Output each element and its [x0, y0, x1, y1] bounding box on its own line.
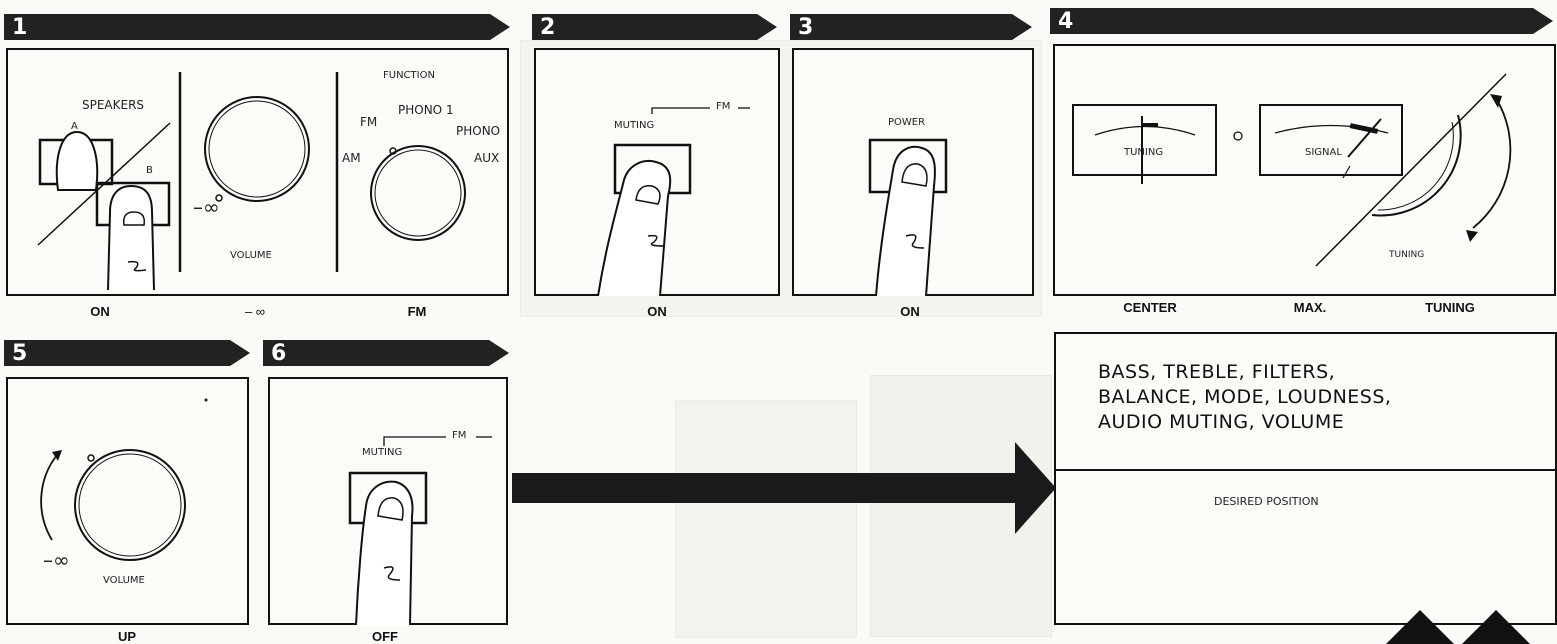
step-1-caption-min: – ∞: [244, 304, 266, 319]
step-5-bar: 5: [4, 340, 250, 366]
step-5-number: 5: [12, 341, 28, 366]
step-4-caption-center: CENTER: [1123, 300, 1177, 315]
step-1-caption-fm: FM: [407, 304, 427, 319]
tuning-knob-label: TUNING: [1389, 250, 1425, 260]
note-box: [1054, 332, 1557, 625]
fm-position-label: FM: [360, 115, 378, 129]
step-1-number: 1: [12, 15, 28, 40]
power-label: POWER: [888, 117, 926, 128]
step-1-caption-on: ON: [90, 304, 110, 319]
am-position-label: AM: [342, 151, 361, 165]
aux-position-label: AUX: [474, 151, 500, 165]
panel-6-fm-label: FM: [452, 430, 467, 441]
speaker-a-label: A: [71, 121, 78, 132]
phono1-label: PHONO 1: [398, 103, 454, 117]
step-2-caption: ON: [647, 304, 667, 319]
step-2-number: 2: [540, 15, 556, 40]
panel-step-4: [1053, 44, 1556, 296]
step-1-bar: 1: [4, 14, 510, 40]
background-ghost-2: [675, 400, 857, 638]
volume-min-label: –∞: [193, 195, 220, 219]
note-line-1: BASS, TREBLE, FILTERS,: [1098, 361, 1336, 383]
panel-step-5: [6, 377, 249, 625]
desired-position-label: DESIRED POSITION: [1214, 495, 1319, 508]
function-label: FUNCTION: [383, 70, 435, 81]
phono2-position-label: PHONO: [456, 124, 501, 138]
panel-5-volume-min: –∞: [43, 548, 70, 572]
panel-2-muting-label: MUTING: [614, 120, 655, 131]
step-3-caption: ON: [900, 304, 920, 319]
background-ghost-3: [870, 375, 1052, 637]
step-5-caption: UP: [117, 629, 137, 644]
step-4-caption-max: MAX.: [1293, 300, 1327, 315]
signal-meter-label: SIGNAL: [1305, 147, 1342, 158]
step-3-bar: 3: [790, 14, 1032, 40]
panel-step-3: [792, 48, 1034, 296]
speakers-label: SPEAKERS: [82, 98, 145, 112]
speaker-b-label: B: [146, 165, 153, 176]
tuning-meter-label: TUNING: [1124, 147, 1164, 158]
step-6-caption: OFF: [372, 629, 398, 644]
step-4-bar: 4: [1050, 8, 1553, 34]
step-4-number: 4: [1058, 9, 1074, 34]
step-3-number: 3: [798, 15, 814, 40]
step-6-number: 6: [271, 341, 287, 366]
panel-step-2: [534, 48, 780, 296]
step-4-caption-tuning: TUNING: [1425, 300, 1475, 315]
note-line-3: AUDIO MUTING, VOLUME: [1098, 411, 1345, 433]
panel-step-6: [268, 377, 508, 625]
note-line-2: BALANCE, MODE, LOUDNESS,: [1098, 386, 1392, 408]
step-6-bar: 6: [263, 340, 509, 366]
panel-5-volume-label: VOLUME: [103, 575, 145, 586]
panel-2-fm-label: FM: [716, 101, 731, 112]
step-2-bar: 2: [532, 14, 777, 40]
volume-label: VOLUME: [230, 250, 272, 261]
panel-6-muting-label: MUTING: [362, 447, 403, 458]
